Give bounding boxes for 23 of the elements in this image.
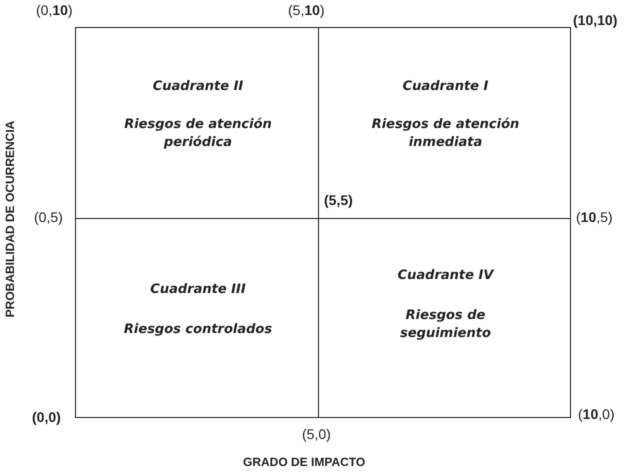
quadrant-description: Riesgos de seguimiento <box>399 307 492 344</box>
quadrant-title: Cuadrante III <box>149 281 247 299</box>
quadrant-cell <box>318 27 571 219</box>
quadrant-title: Cuadrante IV <box>396 267 496 285</box>
axis-title: PROBABILIDAD DE OCURRENCIA <box>3 120 17 319</box>
quadrant-description: Riesgos controlados <box>122 321 274 339</box>
axis-title: GRADO DE IMPACTO <box>243 455 366 469</box>
quadrant-description: Riesgos de atención periódica <box>123 116 273 152</box>
coordinate-label: (10,10) <box>573 12 618 28</box>
coordinate-label: (10,5) <box>576 209 613 225</box>
coordinate-label: (0,0) <box>32 409 61 425</box>
coordinate-label: (5,0) <box>302 426 331 442</box>
quadrant-description: Riesgos de atención inmediata <box>370 116 520 152</box>
quadrant-cell <box>75 218 319 418</box>
quadrant-title: Cuadrante I <box>402 78 490 96</box>
coordinate-label: (0,10) <box>36 2 73 18</box>
quadrant-cell <box>318 218 571 418</box>
coordinate-label: (10,0) <box>578 406 615 422</box>
quadrant-cell <box>75 27 319 219</box>
coordinate-label: (5,5) <box>324 192 353 208</box>
quadrant-title: Cuadrante II <box>152 78 244 96</box>
coordinate-label: (0,5) <box>34 209 63 225</box>
coordinate-label: (5,10) <box>288 2 325 18</box>
